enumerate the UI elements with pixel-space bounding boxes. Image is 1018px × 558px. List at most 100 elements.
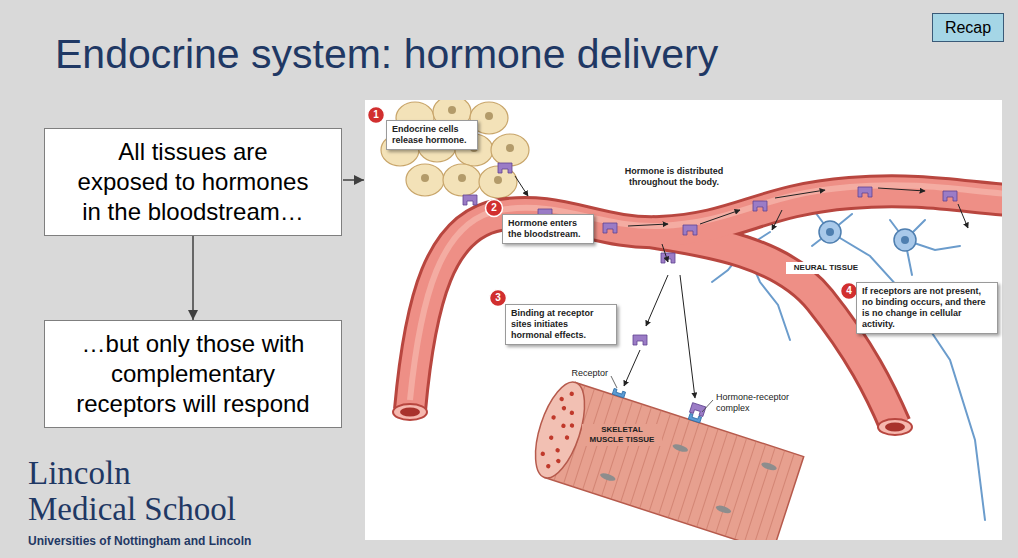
callout-box: Endocrine cells release hormone. <box>386 120 478 150</box>
flow-arrows <box>662 244 668 262</box>
callout-number: 2 <box>486 200 502 216</box>
skeletal-muscle <box>548 435 554 441</box>
callout-circles <box>368 107 385 124</box>
cell-nuclei <box>494 176 502 184</box>
hormones <box>603 223 617 233</box>
blood-vessel <box>885 423 905 432</box>
skeletal-muscle <box>569 423 575 429</box>
skeletal-muscle <box>555 447 561 453</box>
callout-box: If receptors are not present, no binding… <box>856 282 998 334</box>
tissue-label: SKELETAL MUSCLE TISSUE <box>582 424 662 446</box>
hormones <box>633 335 647 345</box>
skeletal-muscle <box>556 458 562 464</box>
skeletal-muscle <box>561 423 567 429</box>
cell-nuclei <box>421 174 429 182</box>
callout-box: Hormone enters the bloodstream. <box>502 214 594 244</box>
flow-arrows <box>680 275 695 398</box>
neurons <box>901 236 909 244</box>
box-text: Recap <box>939 18 997 37</box>
skeletal-muscle <box>760 461 777 472</box>
skeletal-muscle <box>545 463 551 469</box>
box-text: Binding at receptor sites initiates horm… <box>511 308 611 341</box>
skeletal-muscle <box>569 410 575 416</box>
endocrine-cells <box>443 164 481 196</box>
cell-nuclei <box>458 174 466 182</box>
blood-vessel <box>410 185 1002 400</box>
blood-vessel <box>878 419 912 435</box>
flow-arrows <box>700 210 740 224</box>
statement-box: …but only those with complementary recep… <box>44 320 342 428</box>
callout-circles <box>486 200 503 217</box>
neurons <box>800 206 985 520</box>
school-subtitle: Universities of Nottingham and Lincoln <box>28 534 251 548</box>
endocrine-cells <box>406 164 444 196</box>
leader-lines <box>702 400 713 412</box>
skeletal-muscle <box>540 451 546 457</box>
box-text: Endocrine cells release hormone. <box>392 124 472 146</box>
callout-number: 4 <box>841 283 857 299</box>
receptors <box>612 388 701 422</box>
box-text: All tissues are exposed to hormones in t… <box>74 137 312 227</box>
neurons <box>819 221 841 243</box>
blood-vessel <box>393 404 427 420</box>
flow-arrows <box>628 224 668 226</box>
flow-arrows <box>772 210 782 230</box>
blood-vessel <box>410 191 1002 410</box>
box-text: …but only those with complementary recep… <box>74 329 312 419</box>
callout-circles <box>841 283 858 300</box>
neurons <box>894 229 916 251</box>
callout-circles <box>490 290 507 307</box>
process-note: Hormone is distributed throughout the bo… <box>615 166 733 188</box>
flow-arrow <box>192 236 194 320</box>
leader-lines <box>611 376 713 412</box>
skeletal-muscle <box>599 472 616 483</box>
flow-arrows <box>775 190 825 198</box>
cell-nuclei <box>506 144 514 152</box>
hormones <box>753 201 767 211</box>
endocrine-cells <box>381 100 529 198</box>
cell-nuclei <box>485 112 493 120</box>
skeletal-muscle <box>569 391 575 397</box>
hormones <box>858 187 872 197</box>
statement-box: All tissues are exposed to hormones in t… <box>44 128 342 236</box>
skeletal-muscle <box>554 386 794 540</box>
skeletal-muscle <box>561 405 567 411</box>
slide-title: Endocrine system: hormone delivery <box>55 30 718 78</box>
recap-button: Recap <box>932 13 1004 42</box>
skeletal-muscle <box>672 443 689 454</box>
skeletal-muscle <box>715 504 732 515</box>
neurons <box>826 228 834 236</box>
school-logo: Lincoln Medical School <box>28 455 240 527</box>
flow-arrows <box>646 275 668 326</box>
flow-arrows <box>878 188 925 191</box>
tissue-label: NEURAL TISSUE <box>786 262 866 274</box>
skeletal-muscle <box>559 396 565 402</box>
cell-nuclei <box>448 106 456 114</box>
blood-vessel <box>393 185 1002 435</box>
receptors <box>612 388 625 397</box>
leader-lines <box>611 376 617 388</box>
blood-vessel <box>410 191 1002 410</box>
callout-number: 1 <box>368 107 384 123</box>
box-text: Hormone enters the bloodstream. <box>508 218 588 240</box>
skeletal-muscle <box>551 415 557 421</box>
flow-arrows <box>624 350 640 386</box>
part-label: Hormone-receptor complex <box>716 392 808 414</box>
blood-vessel <box>400 408 420 417</box>
hormones <box>690 403 706 417</box>
illustration-art <box>368 100 1003 540</box>
endocrine-cells <box>491 134 529 166</box>
skeletal-muscle <box>564 435 570 441</box>
pointer-arrow <box>343 179 364 181</box>
hormones <box>683 225 697 235</box>
flow-arrows <box>958 204 968 228</box>
callout-circles <box>368 107 858 307</box>
skeletal-muscle <box>536 388 584 472</box>
hormones <box>463 195 477 205</box>
neurons <box>890 220 960 275</box>
flow-arrows <box>515 176 528 196</box>
box-text: If receptors are not present, no binding… <box>862 286 992 330</box>
